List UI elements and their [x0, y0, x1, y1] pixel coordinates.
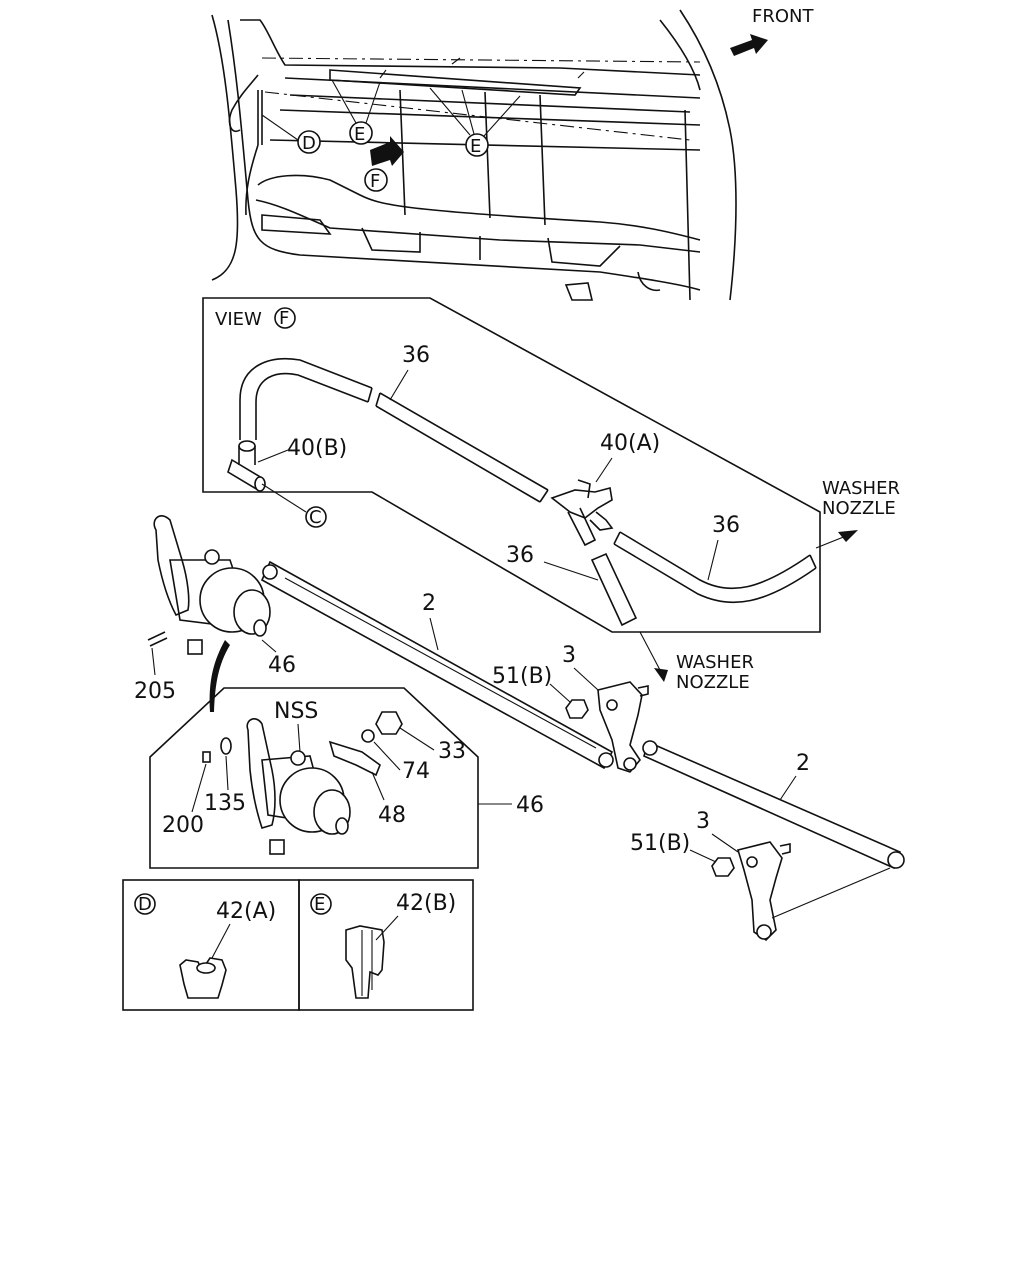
part-40b-label: 40(B) [287, 436, 347, 461]
callout-f1: F [370, 171, 380, 192]
motor-subparts-panel: NSS 33 74 48 135 200 46 [149, 687, 544, 869]
callout-f1-circle [364, 168, 388, 192]
part-40a-label: 40(A) [600, 431, 660, 456]
callout-c: C [309, 507, 322, 528]
part-36-label-c: 36 [506, 543, 534, 568]
view-f-circle [274, 307, 296, 329]
wiper-motor-assembly: 46 205 [134, 515, 296, 712]
washer-nozzle-label-1b: NOZZLE [822, 498, 896, 519]
part-36-label-a: 36 [402, 343, 430, 368]
part-42b-label: 42(B) [396, 891, 456, 916]
pivot-upper: 3 51(B) [492, 643, 649, 773]
detail-e-callout: E [314, 894, 325, 915]
part-51b-label-b: 51(B) [630, 831, 690, 856]
callout-c-circle [305, 506, 327, 528]
callout-e1-circle [349, 121, 373, 145]
part-2-label-a: 2 [422, 591, 436, 616]
part-48-label: 48 [378, 803, 406, 828]
link-rod-lower: 2 [642, 740, 905, 919]
callout-e2-circle [465, 133, 489, 157]
detail-e-box: E 42(B) [298, 879, 474, 1011]
part-135-label: 135 [204, 791, 246, 816]
part-46-label-b: 46 [516, 793, 544, 818]
link-rod-upper: 2 [260, 560, 614, 770]
part-2-label-b: 2 [796, 751, 810, 776]
body-callouts: D E E F [261, 79, 521, 192]
part-3-label-a: 3 [562, 643, 576, 668]
part-205-label: 205 [134, 679, 176, 704]
view-f-panel: VIEW F C 36 40(B) 40(A) 36 [202, 297, 900, 693]
part-74-label: 74 [402, 759, 430, 784]
part-200-label: 200 [162, 813, 204, 838]
front-label: FRONT [752, 6, 814, 27]
callout-f2: F [279, 308, 289, 329]
nss-label: NSS [274, 699, 318, 724]
part-33-label: 33 [438, 739, 466, 764]
part-46-label-a: 46 [268, 653, 296, 678]
callout-d: D [302, 133, 316, 154]
part-3-label-b: 3 [696, 809, 710, 834]
part-36-label-b: 36 [712, 513, 740, 538]
washer-nozzle-label-1: WASHER [822, 478, 900, 499]
vehicle-body-illustration [211, 9, 737, 301]
pivot-lower: 3 51(B) [630, 809, 791, 942]
view-f-label: VIEW [215, 309, 262, 330]
part-51b-label-a: 51(B) [492, 664, 552, 689]
detail-d-box: D 42(A) [122, 879, 300, 1011]
part-42a-label: 42(A) [216, 899, 276, 924]
front-arrow: FRONT [730, 6, 814, 56]
washer-nozzle-label-2b: NOZZLE [676, 672, 750, 693]
callout-e1: E [354, 124, 365, 145]
callout-e2: E [470, 136, 481, 157]
washer-nozzle-label-2: WASHER [676, 652, 754, 673]
callout-d-circle [297, 130, 321, 154]
detail-d-callout: D [138, 894, 152, 915]
